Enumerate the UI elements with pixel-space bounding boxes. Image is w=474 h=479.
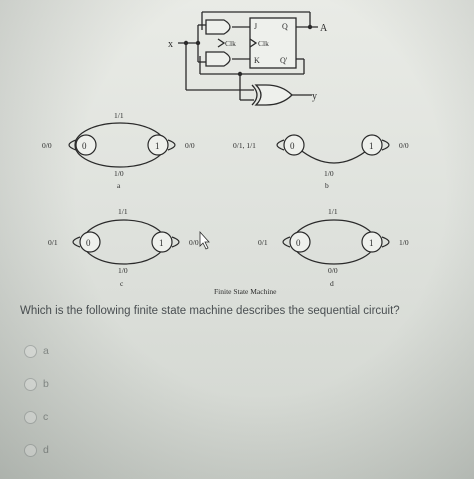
option-c[interactable]: c — [24, 409, 48, 425]
fsm-d-self0: 0/1 — [258, 238, 268, 247]
fsm-a-state1: 1 — [155, 141, 160, 151]
output-a-label: A — [320, 23, 328, 34]
fsm-a-top-arc: 1/1 — [114, 111, 124, 120]
clk-left-label: Clk — [225, 39, 236, 48]
option-label: a — [43, 345, 49, 357]
fsm-a-caption: a — [117, 181, 121, 190]
fsm-b-self0: 0/1, 1/1 — [233, 141, 256, 150]
fsm-c-bottom-arc: 1/0 — [118, 266, 128, 275]
fsm-c-top-arc: 1/1 — [118, 207, 128, 216]
fsm-b-state1: 1 — [369, 141, 374, 151]
ff-j-label: J — [254, 22, 257, 31]
option-label: b — [43, 378, 49, 390]
input-x-label: x — [168, 39, 173, 50]
radio-icon[interactable] — [24, 377, 37, 391]
radio-icon[interactable] — [24, 443, 37, 457]
output-y-label: y — [312, 91, 317, 102]
clk-right-label: Clk — [258, 39, 269, 48]
option-a[interactable]: a — [24, 343, 49, 359]
cursor-arrow-icon — [199, 230, 210, 250]
fsm-d-state1: 1 — [369, 238, 374, 248]
fsm-a-self0: 0/0 — [42, 141, 52, 150]
fsm-diagram-c — [72, 219, 180, 265]
fsm-d-state0: 0 — [296, 238, 301, 248]
fsm-c-state1: 1 — [159, 238, 164, 248]
fsm-a-self1: 0/0 — [185, 141, 195, 150]
figure-caption: Finite State Machine — [214, 287, 277, 296]
fsm-c-self1: 0/0 — [189, 238, 199, 247]
option-b[interactable]: b — [24, 376, 49, 392]
fsm-a-bottom-arc: 1/0 — [114, 169, 124, 178]
fsm-b-state0: 0 — [290, 141, 295, 151]
fsm-b-caption: b — [325, 181, 329, 190]
fsm-d-top-arc: 1/1 — [328, 207, 338, 216]
fsm-diagram-d — [282, 219, 390, 265]
jk-flipflop — [249, 17, 297, 69]
fsm-diagram-a — [68, 122, 176, 168]
radio-icon[interactable] — [24, 410, 37, 424]
gate-lower — [205, 51, 231, 67]
option-d[interactable]: d — [24, 442, 49, 458]
ff-qbar-label: Q' — [280, 56, 288, 65]
option-label: c — [43, 411, 49, 423]
fsm-c-state0: 0 — [86, 238, 91, 248]
fsm-d-caption: d — [330, 279, 334, 288]
question-text: Which is the following finite state mach… — [20, 305, 400, 317]
fsm-c-caption: c — [120, 279, 124, 288]
gate-upper — [205, 19, 231, 35]
fsm-b-bottom-arc: 1/0 — [324, 169, 334, 178]
radio-icon[interactable] — [24, 344, 37, 358]
xor-gate — [254, 84, 293, 106]
option-label: d — [43, 444, 49, 456]
fsm-d-bottom-arc: 0/0 — [328, 266, 338, 275]
fsm-diagram-b — [276, 134, 390, 164]
ff-k-label: K — [254, 56, 260, 65]
fsm-a-state0: 0 — [82, 141, 87, 151]
ff-q-label: Q — [282, 22, 288, 31]
fsm-d-self1: 1/0 — [399, 238, 409, 247]
fsm-c-self0: 0/1 — [48, 238, 58, 247]
figure: x A y J K Q Q' Clk Clk 0 1 1/1 1/0 0/0 0… — [42, 11, 409, 296]
fsm-b-self1: 0/0 — [399, 141, 409, 150]
